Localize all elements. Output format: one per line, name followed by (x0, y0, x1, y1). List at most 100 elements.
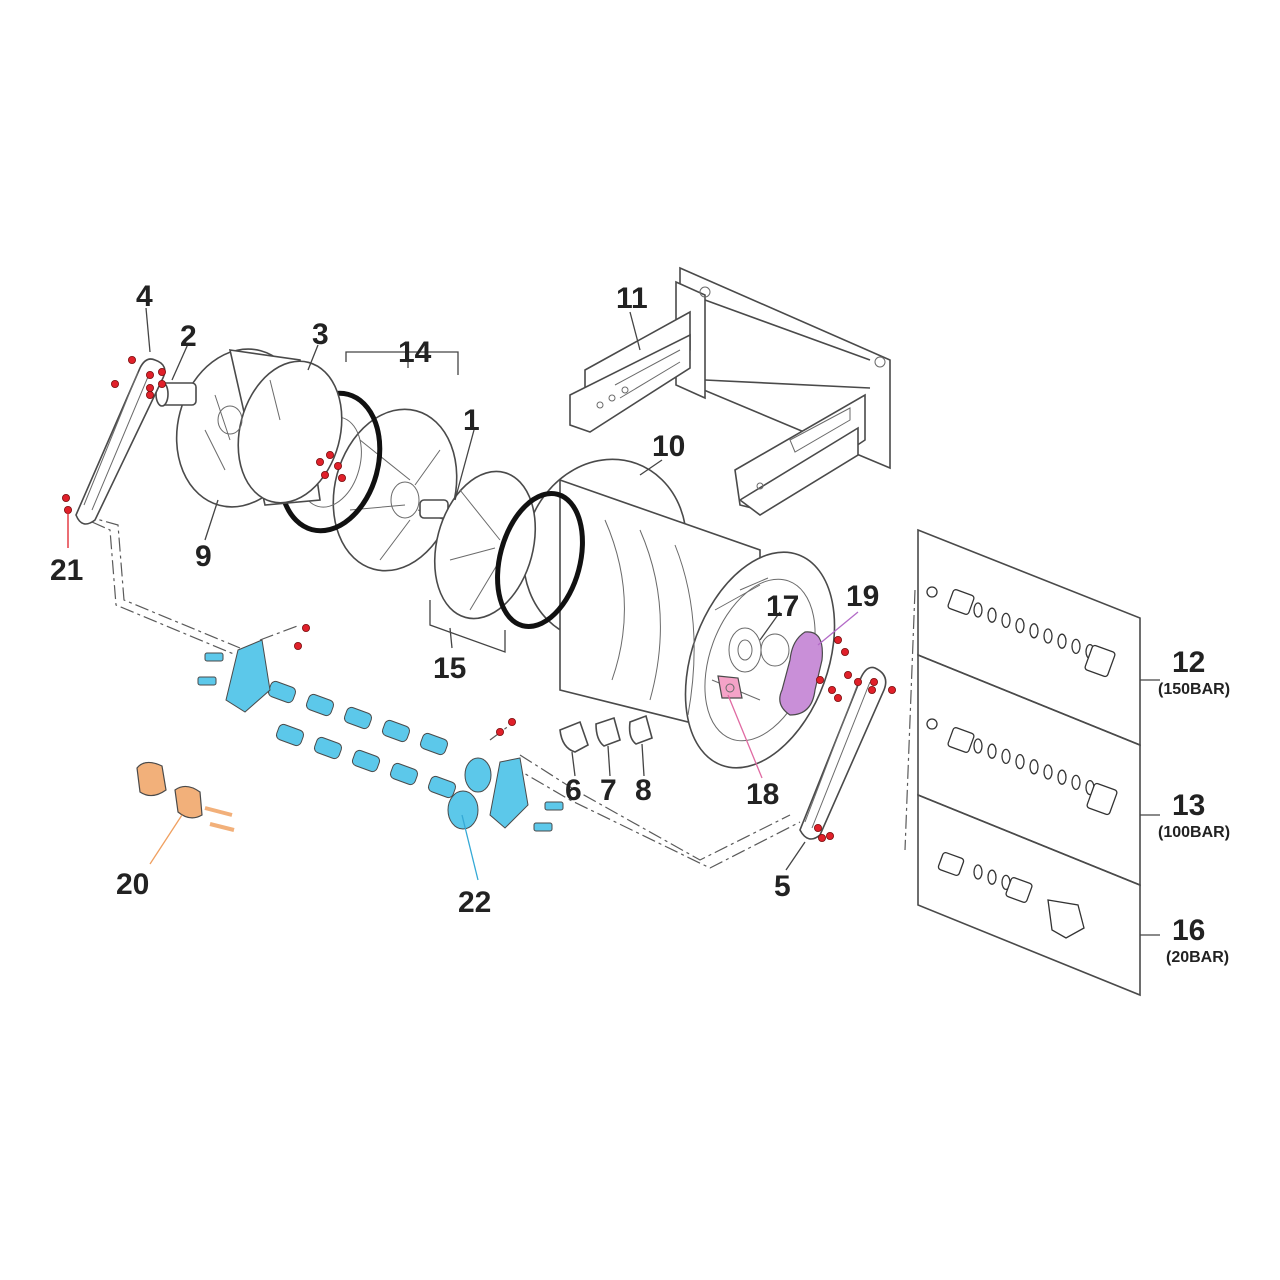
seal-ring (973, 602, 983, 618)
red-bolt (337, 473, 346, 482)
fitting-body (1084, 644, 1116, 678)
seal-ring (1001, 612, 1011, 629)
red-bolt (495, 728, 504, 737)
fitting-adapter (1005, 877, 1033, 903)
red-bolt (826, 832, 835, 841)
blue-bolt (197, 676, 217, 686)
callout-2: 2 (180, 320, 197, 353)
seal-ring (1057, 769, 1067, 785)
callout-19: 19 (846, 580, 879, 613)
red-bolt (127, 355, 136, 364)
seal-ring (987, 607, 997, 623)
lower-shaft-segment (427, 775, 457, 799)
upper-shaft-segment (419, 732, 449, 756)
blue-bolt (533, 822, 553, 832)
red-bolt (888, 686, 897, 695)
callout-7: 7 (600, 774, 617, 807)
seal-ring (1057, 633, 1067, 649)
callout-16: 16 (1172, 914, 1205, 947)
callout-12: 12 (1172, 646, 1205, 679)
red-bolt (814, 824, 823, 833)
seal-ring (1029, 623, 1039, 639)
callout-6: 6 (565, 774, 582, 807)
seal-ring (973, 864, 983, 880)
red-bolt (828, 686, 837, 695)
kit-box-12 (917, 528, 1141, 747)
red-bolt (507, 718, 516, 727)
o-ring (926, 586, 938, 598)
hose-drum (522, 458, 836, 769)
red-bolt (157, 367, 166, 376)
mounting-bracket (569, 266, 891, 516)
seal-ring (1071, 638, 1081, 655)
axle-kit-blue (197, 639, 564, 832)
seal-ring (1015, 753, 1025, 770)
fitting-nut (937, 851, 965, 877)
red-bolt (301, 624, 310, 633)
fitting-body (1086, 782, 1118, 816)
blue-bolt (204, 652, 224, 662)
lower-shaft-segment (313, 736, 343, 760)
seal-ring (1071, 774, 1081, 791)
seal-ring (1029, 759, 1039, 775)
upper-shaft-segment (343, 706, 373, 730)
callout-15: 15 (433, 652, 466, 685)
callout-22: 22 (458, 886, 491, 919)
leader-lines (67, 307, 1160, 936)
red-bolt (111, 379, 120, 388)
spring-housing-rear (433, 470, 537, 620)
upper-shaft-segment (305, 693, 335, 717)
red-bolt (841, 648, 850, 657)
crank-arm-left (75, 358, 166, 525)
callout-14: 14 (398, 336, 432, 369)
fitting-nut (947, 727, 975, 753)
red-bolt (315, 457, 324, 466)
seal-ring (987, 869, 997, 885)
upper-shaft-segment (267, 680, 297, 704)
red-bolt (157, 379, 166, 388)
o-ring (926, 718, 938, 730)
ratchet-plate (779, 631, 823, 716)
callout-21: 21 (50, 554, 83, 587)
red-bolt (320, 470, 329, 479)
lower-shaft-segment (275, 723, 305, 747)
callout-11: 11 (616, 282, 648, 315)
callout-5: 5 (774, 870, 791, 903)
upper-shaft-segment (381, 719, 411, 743)
seal-ring (1015, 617, 1025, 634)
spring-case (175, 348, 343, 508)
bearing-plate-right (489, 757, 529, 829)
bearing-plate-left (225, 639, 271, 713)
red-bolts (62, 355, 897, 843)
blue-bolt (544, 801, 564, 811)
fitting-nut (947, 589, 975, 615)
callout-8: 8 (635, 774, 652, 807)
red-bolt (145, 383, 154, 392)
clamp-set (136, 761, 235, 832)
callout-20: 20 (116, 868, 149, 901)
shaft-end-cap (464, 757, 492, 793)
red-bolt (844, 671, 853, 680)
seal-ring (1001, 748, 1011, 765)
callout-13: 13 (1172, 789, 1205, 822)
callout-18: 18 (746, 778, 779, 811)
lower-shaft-segment (389, 762, 419, 786)
red-bolt (818, 834, 827, 843)
crank-arm-right (799, 666, 887, 840)
spring-ring-15 (495, 491, 585, 629)
kit-box-13 (917, 653, 1141, 887)
seal-ring (987, 743, 997, 759)
callout-4: 4 (136, 280, 153, 313)
kit-components (926, 586, 1118, 939)
kit-16-rating: (20BAR) (1166, 949, 1229, 966)
kit-13-rating: (100BAR) (1158, 824, 1230, 841)
red-bolt (834, 694, 843, 703)
seal-ring (1043, 628, 1053, 644)
red-bolt (816, 676, 825, 685)
red-bolt (333, 461, 342, 470)
red-bolt (293, 642, 302, 651)
red-bolt (854, 678, 863, 687)
pawl (717, 675, 743, 699)
elbow-fitting (1047, 899, 1085, 939)
